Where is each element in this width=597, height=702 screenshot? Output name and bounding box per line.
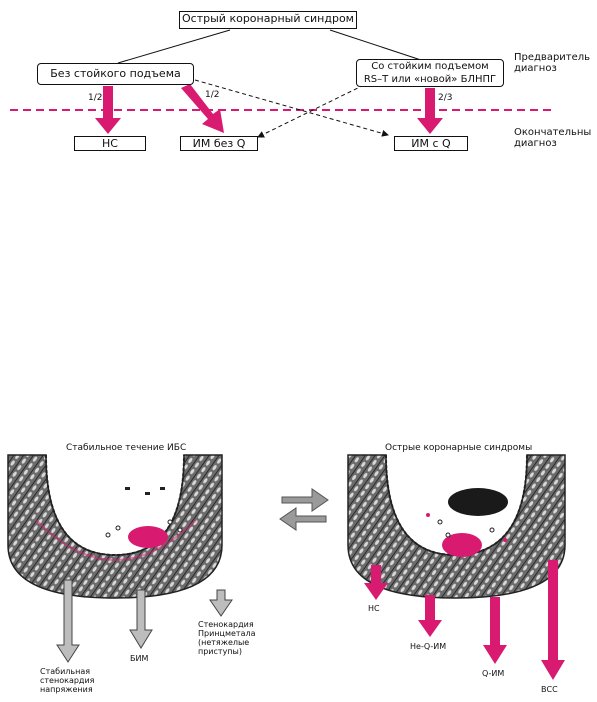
fraction-noq: 1/2 [205, 90, 220, 100]
final-label-line-2: диагноз [514, 138, 557, 149]
pink-arrow-to-noq [181, 84, 224, 133]
acs-artery-section [347, 454, 566, 599]
acs-thrombus [448, 488, 508, 516]
arrow-ns [364, 565, 388, 600]
fraction-q: 2/3 [438, 93, 453, 103]
stable-plaque [128, 526, 168, 548]
left-preliminary-node: Без стойкого подъема [37, 63, 194, 85]
stable-angina-line-2: стенокардия [40, 676, 95, 685]
connector-root-right [329, 29, 431, 64]
prinzmetal-line-2: Принцметала [198, 629, 256, 638]
outcome-ns: НС [74, 136, 146, 151]
left-panel-title: Стабильное течение ИБС [66, 443, 187, 453]
outcome-scd-label: ВСС [541, 685, 558, 694]
preliminary-diagnosis-label: Предваритель диагноз [514, 52, 590, 74]
prinzmetal-line-1: Стенокардия [198, 620, 254, 629]
right-node-line-2: RS–T или «новой» БЛНПГ [363, 74, 497, 85]
connector-root-left [117, 29, 231, 64]
arrow-bim [129, 589, 153, 649]
arrow-q-mi [483, 597, 507, 664]
stable-angina-line-3: напряжения [40, 685, 93, 694]
outcome-bim: БИМ [130, 654, 149, 663]
outcome-prinzmetal: Стенокардия Принцметала (нетяжелые прист… [198, 620, 256, 656]
outcome-ns-label: НС [368, 604, 380, 613]
fraction-ns: 1/2 [88, 93, 103, 103]
stable-angina-line-1: Стабильная [40, 667, 91, 676]
arrow-non-q-mi [418, 595, 442, 637]
prinzmetal-line-4: приступы) [198, 647, 242, 656]
preliminary-label-line-1: Предваритель [514, 52, 591, 63]
transition-arrows [279, 488, 329, 531]
preliminary-label-line-2: диагноз [514, 63, 557, 74]
root-node: Острый коронарный синдром [179, 11, 357, 29]
prinzmetal-line-3: (нетяжелые [198, 638, 250, 647]
outcome-mi-no-q: ИМ без Q [180, 136, 258, 151]
outcome-non-q-mi-label: Не-Q-ИМ [410, 642, 447, 651]
arrow-stable-angina [56, 579, 80, 663]
cross-arrow-left-to-q [194, 79, 389, 137]
arrow-prinzmetal [209, 589, 233, 617]
outcome-stable-angina: Стабильная стенокардия напряжения [40, 667, 94, 694]
outcome-mi-q: ИМ с Q [394, 136, 468, 151]
final-label-line-1: Окончательны [514, 127, 592, 138]
acs-plaque [442, 533, 482, 557]
pink-arrow-to-ns [95, 86, 121, 134]
pink-arrow-to-q [417, 88, 443, 134]
arrow-scd [541, 560, 565, 680]
final-diagnosis-label: Окончательны диагноз [514, 127, 591, 149]
right-node-line-1: Со стойким подъемом [371, 61, 489, 72]
outcome-q-mi-label: Q-ИМ [482, 669, 505, 678]
right-panel-title: Острые коронарные синдромы [385, 443, 533, 453]
right-preliminary-node: Со стойким подъемом RS–T или «новой» БЛН… [356, 59, 504, 87]
stable-artery-section [7, 454, 223, 599]
